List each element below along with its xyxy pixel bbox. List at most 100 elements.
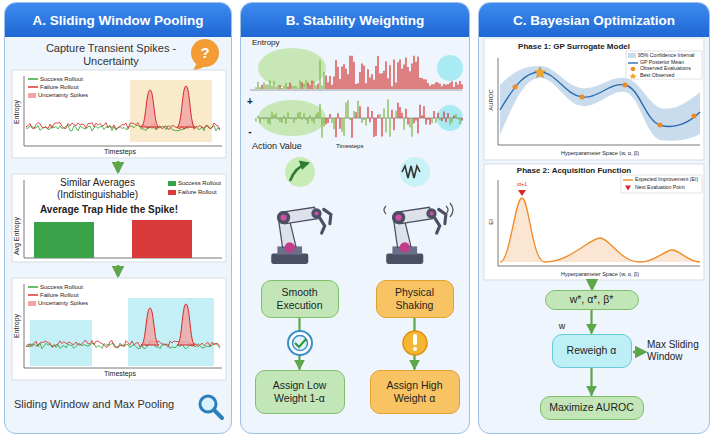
legend-item: Failure Rollout xyxy=(28,292,79,298)
line-shape xyxy=(273,115,274,118)
line-shape xyxy=(429,86,430,89)
line-shape xyxy=(323,118,324,127)
rect-part xyxy=(484,38,704,160)
line-shape xyxy=(317,84,318,89)
line-shape xyxy=(365,118,366,126)
line-shape xyxy=(399,60,400,89)
legend-sample xyxy=(623,177,633,183)
legend-swatch xyxy=(628,53,636,58)
box-text: Reweigh α xyxy=(567,344,617,356)
line-shape xyxy=(445,85,446,89)
line-shape xyxy=(419,78,420,89)
legend-text: GP Posterior Mean xyxy=(640,60,684,65)
path-part xyxy=(24,76,222,146)
line-shape xyxy=(315,85,316,89)
line-shape xyxy=(451,118,452,123)
line-shape xyxy=(285,118,286,124)
line-shape xyxy=(275,114,276,118)
circle-part xyxy=(692,114,697,119)
legend-item: Uncertainty Spikes xyxy=(28,92,88,98)
path-part xyxy=(24,284,222,368)
line-shape xyxy=(455,82,456,89)
line-shape xyxy=(415,62,416,89)
legend-text: Success Rollout xyxy=(178,180,221,186)
legend-text: Success Rollout xyxy=(40,284,83,290)
line-shape xyxy=(367,69,368,89)
line-shape xyxy=(395,83,396,89)
line-shape xyxy=(369,78,370,89)
rect-part xyxy=(621,175,702,193)
legend-sample xyxy=(628,66,638,72)
legend-item: Success Rollout xyxy=(28,284,83,290)
line-shape xyxy=(287,87,288,89)
line-shape xyxy=(261,118,262,119)
legend-text: Expected Improvement (EI) xyxy=(635,177,698,182)
text-label: Timesteps xyxy=(104,148,136,156)
line-shape xyxy=(441,118,442,121)
legend-item: Observed Evaluations xyxy=(628,66,691,72)
line-shape xyxy=(393,118,394,130)
path-part xyxy=(498,58,700,145)
line-shape xyxy=(261,85,262,89)
legend-text: Best Observed xyxy=(640,73,674,78)
ellipse-part xyxy=(258,48,326,88)
path-part xyxy=(633,351,645,354)
text-label: Max Sliding Window xyxy=(647,339,707,362)
line-shape xyxy=(383,109,384,118)
line-shape xyxy=(28,294,38,295)
line-shape xyxy=(425,118,426,124)
legend-sample xyxy=(628,73,638,79)
legend-item: Failure Rollout xyxy=(168,189,217,195)
ellipse-part xyxy=(258,100,326,136)
legend-item: Next Evaluation Point xyxy=(623,185,685,191)
path-part xyxy=(500,66,700,141)
text-label: Hyperparameter Space (w, α, β) xyxy=(561,271,639,277)
path-shape xyxy=(141,308,159,345)
line-shape xyxy=(28,86,38,87)
line-shape xyxy=(383,71,384,89)
text-label: Timesteps xyxy=(104,370,136,378)
line-shape xyxy=(357,83,358,89)
axis-label: EI xyxy=(488,219,495,225)
line-shape xyxy=(377,115,378,118)
circle-part xyxy=(513,85,518,90)
text-label: Similar Averages (Indistinguishable) xyxy=(30,177,165,200)
path-shape xyxy=(141,90,159,127)
legend-sample xyxy=(28,292,38,298)
line-shape xyxy=(309,115,310,118)
box-text: w*, α*, β* xyxy=(570,293,614,305)
process-box: Assign High Weight α xyxy=(370,370,460,414)
path-shape xyxy=(177,86,195,127)
line-shape xyxy=(313,81,314,89)
line-shape xyxy=(355,112,356,118)
line-shape xyxy=(329,76,330,89)
line-shape xyxy=(431,118,432,123)
line-shape xyxy=(291,86,292,89)
line-shape xyxy=(283,86,284,89)
line-shape xyxy=(273,81,274,89)
line-shape xyxy=(291,118,292,119)
line-shape xyxy=(389,118,390,137)
line-shape xyxy=(307,83,308,89)
rect-part xyxy=(478,2,710,434)
line-shape xyxy=(453,115,454,118)
line-shape xyxy=(421,115,422,118)
line-shape xyxy=(385,118,386,132)
line-shape xyxy=(355,84,356,89)
line-shape xyxy=(387,99,388,118)
line-shape xyxy=(295,86,296,89)
line-shape xyxy=(293,86,294,89)
line-shape xyxy=(393,59,394,89)
line-shape xyxy=(335,118,336,137)
path-part xyxy=(117,161,120,172)
text-label: Action Value xyxy=(252,141,302,151)
g-part xyxy=(26,304,220,349)
circle-part xyxy=(288,331,312,355)
line-shape xyxy=(315,114,316,118)
legend-sample xyxy=(623,185,633,191)
legend-item: Success Rollout xyxy=(168,180,221,186)
text-label: ? xyxy=(200,44,209,61)
line-shape xyxy=(443,112,444,118)
path-part xyxy=(518,190,526,196)
